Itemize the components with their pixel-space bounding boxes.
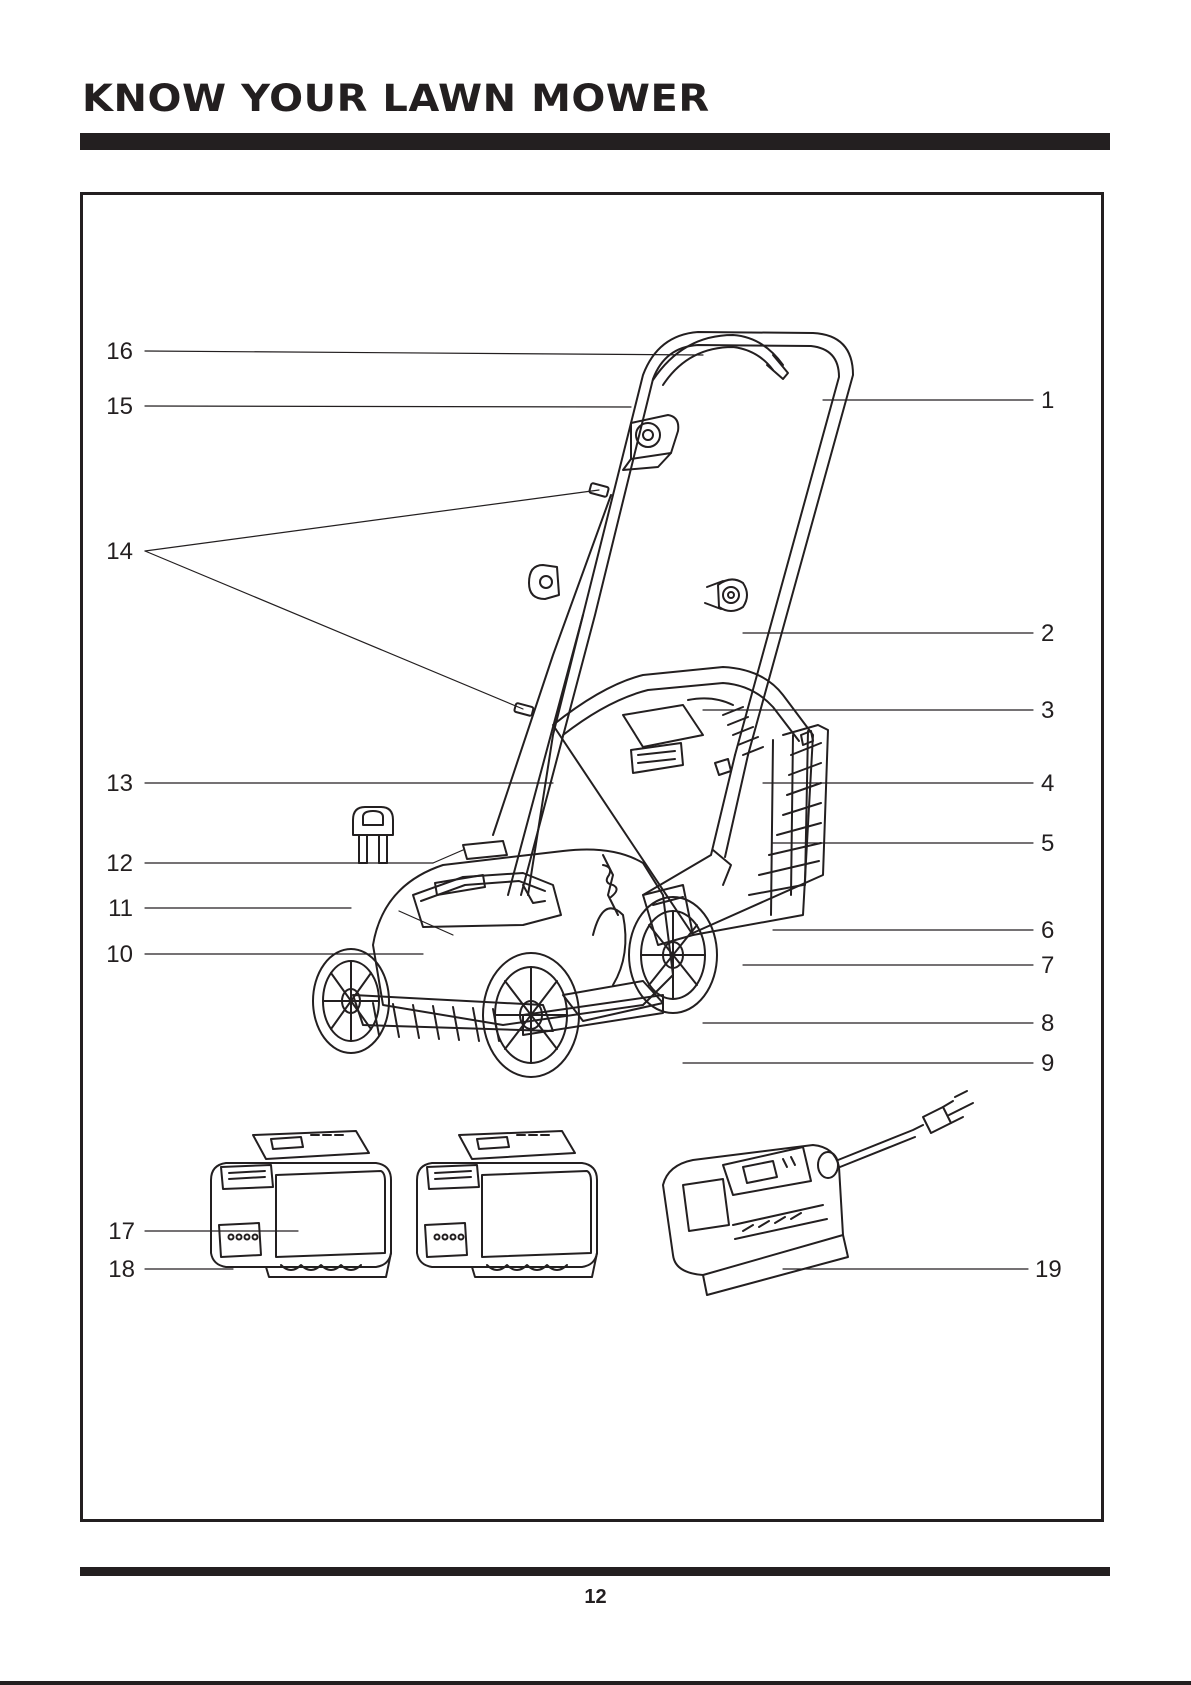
grass-box-drawing [553,667,828,935]
footer-rule [80,1567,1110,1576]
callout-18: 18 [108,1256,135,1283]
callout-11: 11 [108,895,133,922]
battery-drawings [211,1131,597,1277]
callout-12: 12 [106,850,133,877]
callout-6: 6 [1041,917,1054,944]
page-title: KNOW YOUR LAWN MOWER [82,80,710,117]
callout-13: 13 [106,770,133,797]
callout-17: 17 [108,1218,135,1245]
callout-14: 14 [106,538,133,565]
callout-16: 16 [106,338,133,365]
lawn-mower-diagram: 16 15 14 13 12 11 10 1 2 3 4 5 6 7 8 9 1… [80,192,1104,1522]
callout-1: 1 [1041,387,1054,414]
callout-4: 4 [1041,770,1054,797]
callout-10: 10 [106,941,133,968]
diagram-canvas: 16 15 14 13 12 11 10 1 2 3 4 5 6 7 8 9 1… [83,195,1107,1525]
page-number: 12 [0,1586,1191,1609]
bottom-edge-rule [0,1681,1191,1685]
wheels-drawing [313,897,717,1077]
callout-19: 19 [1035,1256,1062,1283]
callout-8: 8 [1041,1010,1054,1037]
callout-15: 15 [106,393,133,420]
callout-2: 2 [1041,620,1054,647]
charger-drawing [663,1091,973,1295]
callout-5: 5 [1041,830,1054,857]
callout-7: 7 [1041,952,1054,979]
safety-key-drawing [353,807,393,863]
handle-drawing [493,332,853,903]
title-rule [80,133,1110,150]
callout-9: 9 [1041,1050,1054,1077]
callout-3: 3 [1041,697,1054,724]
